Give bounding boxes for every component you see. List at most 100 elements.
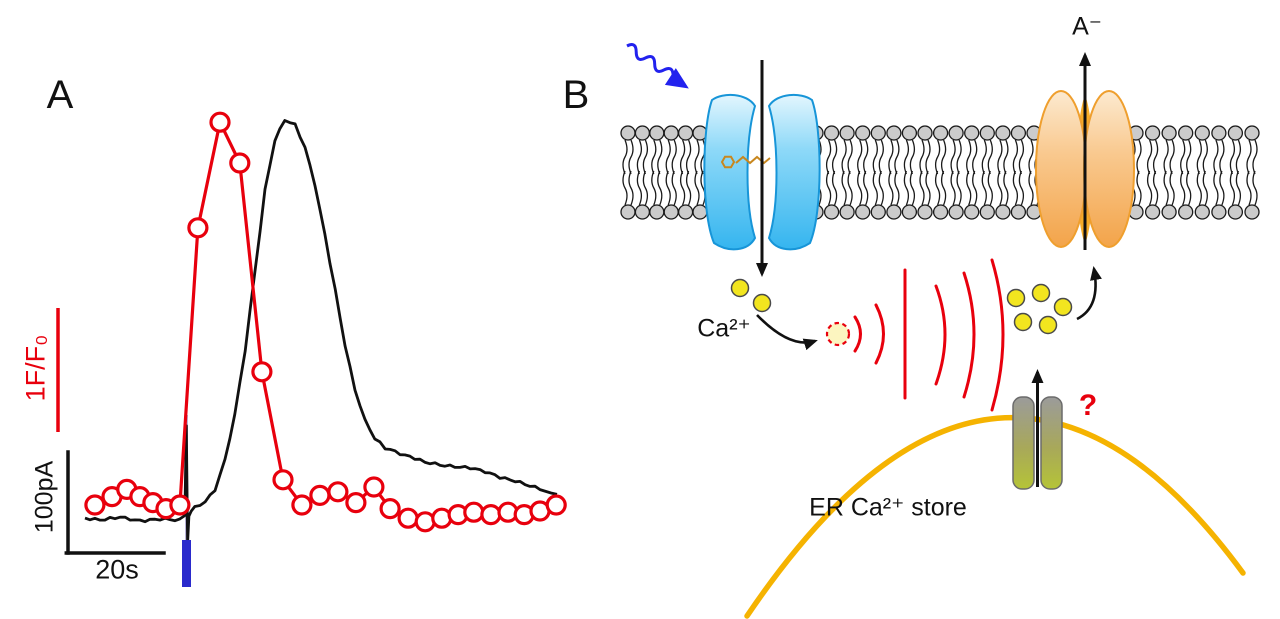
lipid-tail <box>1152 139 1159 175</box>
lipid-head <box>901 204 918 220</box>
lipid-tail <box>1235 139 1242 175</box>
retinal-chain-icon <box>735 155 771 165</box>
lipid-tail <box>1028 139 1034 175</box>
lipid-tail <box>694 139 700 175</box>
calcium-ion <box>1031 283 1051 303</box>
lipid-tail <box>685 139 692 175</box>
lipid-tail <box>1202 170 1208 206</box>
lipid-head <box>663 125 679 141</box>
lipid-head <box>1211 204 1227 220</box>
calcium-ion <box>1013 312 1033 332</box>
lipid-head <box>649 204 665 220</box>
lipid-tail <box>956 170 962 206</box>
lipid-tail <box>919 139 925 175</box>
lipid-tail <box>1252 139 1258 175</box>
lipid-head <box>1178 204 1194 220</box>
lipid-head <box>1161 125 1177 141</box>
lipid-head <box>823 125 840 141</box>
lipid-tail <box>997 170 1003 206</box>
fluorescence-marker <box>480 503 502 526</box>
lipid-head <box>1161 204 1177 220</box>
lipid-tail <box>651 139 657 175</box>
lipid-tail <box>1003 170 1009 206</box>
current-scale-label: 100pA <box>30 460 59 534</box>
lipid-tail <box>636 170 643 206</box>
lipid-tail <box>966 139 972 175</box>
ca-to-anion-channel-arrow <box>1076 266 1102 321</box>
lipid-tail <box>1028 170 1034 206</box>
lipid-head <box>932 125 949 141</box>
lipid-head <box>870 125 886 141</box>
lipid-tail <box>956 139 962 175</box>
lipid-tail <box>888 170 894 206</box>
lipid-tail <box>1018 139 1025 175</box>
lipid-tail <box>622 170 628 206</box>
lipid-tail <box>857 139 863 175</box>
lipid-tail <box>909 139 916 175</box>
er-channel-subunit <box>1012 396 1035 490</box>
lipid-tail <box>628 170 634 206</box>
lipid-tail <box>671 170 677 206</box>
lipid-head <box>886 204 902 220</box>
panel-a-label: A <box>46 73 74 117</box>
lipid-head <box>677 204 694 220</box>
retinal-ring-icon <box>720 155 736 169</box>
lipid-head <box>948 204 964 220</box>
lipid-head <box>692 204 708 220</box>
lipid-head <box>634 125 651 141</box>
fluorescence-trace <box>94 120 557 524</box>
lipid-tail <box>694 170 700 206</box>
lipid-head <box>932 204 949 220</box>
lipid-tail <box>651 170 657 206</box>
lipid-tail <box>1180 170 1186 206</box>
lipid-tail <box>1235 170 1242 206</box>
fluorescence-marker <box>345 492 367 514</box>
lipid-tail <box>1213 170 1219 206</box>
lipid-head <box>1194 125 1210 141</box>
lipid-head <box>1211 125 1227 141</box>
anion-channel <box>1035 90 1135 248</box>
lipid-tail <box>987 170 993 206</box>
lipid-tail <box>981 139 987 175</box>
lipid-tail <box>857 170 863 206</box>
lipid-tail <box>825 170 832 206</box>
lipid-head <box>839 204 855 220</box>
lipid-tail <box>863 139 869 175</box>
fluorescence-marker <box>169 494 191 516</box>
lipid-tail <box>665 139 671 175</box>
lipid-tail <box>925 139 931 175</box>
lipid-head <box>979 125 995 141</box>
lipid-tail <box>642 139 649 175</box>
lipid-tail <box>841 139 847 175</box>
lipid-tail <box>894 139 900 175</box>
lipid-tail <box>966 170 972 206</box>
channelrhodopsin-channel <box>703 93 821 251</box>
plasma-membrane <box>620 125 1260 220</box>
panel-b-diagram <box>620 43 1260 619</box>
fluorescence-marker <box>187 217 209 239</box>
panel-b-label: B <box>562 73 590 117</box>
lipid-tail <box>1169 170 1175 206</box>
fluorescence-marker <box>229 152 251 174</box>
lipid-head <box>979 204 995 220</box>
channel-subunit <box>767 93 821 251</box>
lipid-head <box>839 125 855 141</box>
lipid-tail <box>1169 139 1175 175</box>
lipid-tail <box>925 170 931 206</box>
lipid-head <box>1010 204 1027 220</box>
light-stimulus-arrow-icon <box>626 43 689 89</box>
lipid-tail <box>1252 170 1258 206</box>
lipid-head <box>649 125 665 141</box>
lipid-head <box>901 125 918 141</box>
lipid-tail <box>825 139 832 175</box>
lipid-head <box>1227 204 1244 220</box>
calcium-microdomain-circle <box>825 321 851 347</box>
calcium-wave-arcs <box>853 258 1005 412</box>
fluorescence-marker <box>545 494 567 516</box>
lipid-tail <box>1012 170 1019 206</box>
lipid-tail <box>987 139 993 175</box>
time-scale-label: 20s <box>95 554 139 585</box>
lipid-head <box>1144 204 1161 220</box>
